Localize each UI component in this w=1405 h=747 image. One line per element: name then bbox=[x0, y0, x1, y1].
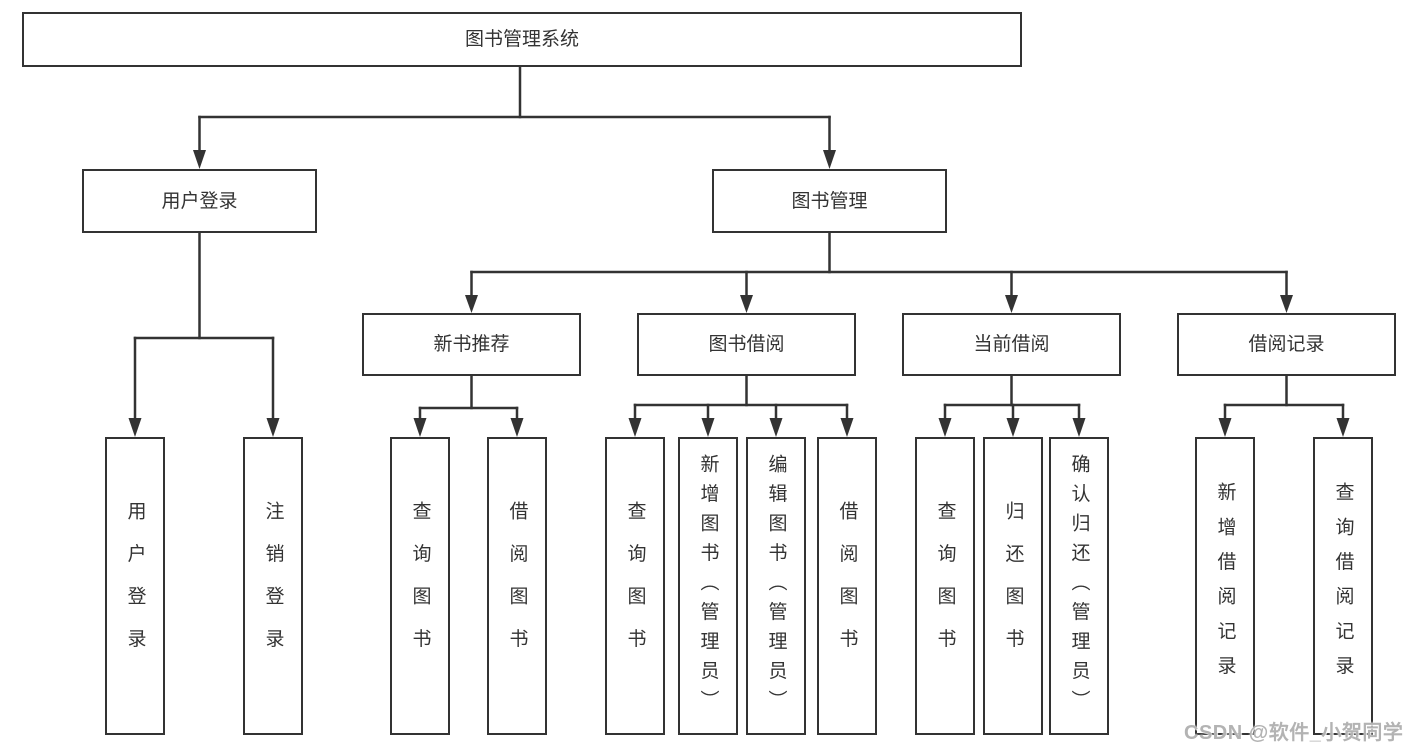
leaf-borrow-books-recommend: 借阅图书 bbox=[487, 437, 547, 735]
leaf-edit-books-admin: 编辑图书（管理员） bbox=[746, 437, 806, 735]
leaf-label: 编辑图书（管理员） bbox=[765, 453, 787, 719]
node-book-management: 图书管理 bbox=[712, 169, 947, 233]
leaf-add-books-admin: 新增图书（管理员） bbox=[678, 437, 738, 735]
leaf-label: 查询借阅记录 bbox=[1332, 482, 1354, 690]
leaf-label: 注销登录 bbox=[262, 501, 284, 671]
leaf-label: 新增借阅记录 bbox=[1214, 482, 1236, 690]
leaf-user-login: 用户登录 bbox=[105, 437, 165, 735]
node-label: 图书借阅 bbox=[708, 334, 785, 355]
leaf-label: 确认归还（管理员） bbox=[1068, 453, 1090, 719]
leaf-label: 借阅图书 bbox=[836, 501, 858, 671]
leaf-label: 查询图书 bbox=[409, 501, 431, 671]
leaf-query-books-recommend: 查询图书 bbox=[390, 437, 450, 735]
leaf-label: 查询图书 bbox=[934, 501, 956, 671]
leaf-label: 查询图书 bbox=[624, 501, 646, 671]
node-label: 用户登录 bbox=[161, 190, 238, 212]
node-label: 借阅记录 bbox=[1248, 334, 1325, 355]
leaf-borrow-books-borrowing: 借阅图书 bbox=[817, 437, 877, 735]
node-user-login: 用户登录 bbox=[82, 169, 317, 233]
node-label: 图书管理系统 bbox=[464, 29, 579, 50]
node-label: 当前借阅 bbox=[973, 334, 1050, 355]
watermark: CSDN @软件_小贺同学 bbox=[1184, 722, 1404, 744]
leaf-add-borrow-record: 新增借阅记录 bbox=[1195, 437, 1255, 735]
leaf-return-books: 归还图书 bbox=[983, 437, 1043, 735]
node-label: 图书管理 bbox=[791, 190, 868, 212]
node-library-management-system: 图书管理系统 bbox=[22, 12, 1022, 67]
node-borrowing-records: 借阅记录 bbox=[1177, 313, 1396, 376]
leaf-label: 借阅图书 bbox=[506, 501, 528, 671]
leaf-label: 用户登录 bbox=[124, 501, 146, 671]
leaf-query-borrow-record: 查询借阅记录 bbox=[1313, 437, 1373, 735]
leaf-logout: 注销登录 bbox=[243, 437, 303, 735]
leaf-label: 归还图书 bbox=[1002, 501, 1024, 671]
leaf-label: 新增图书（管理员） bbox=[697, 453, 719, 719]
leaf-query-books-current: 查询图书 bbox=[915, 437, 975, 735]
leaf-query-books-borrowing: 查询图书 bbox=[605, 437, 665, 735]
node-label: 新书推荐 bbox=[433, 334, 510, 355]
node-new-book-recommend: 新书推荐 bbox=[362, 313, 581, 376]
node-book-borrowing: 图书借阅 bbox=[637, 313, 856, 376]
node-current-borrowing: 当前借阅 bbox=[902, 313, 1121, 376]
leaf-confirm-return-admin: 确认归还（管理员） bbox=[1049, 437, 1109, 735]
